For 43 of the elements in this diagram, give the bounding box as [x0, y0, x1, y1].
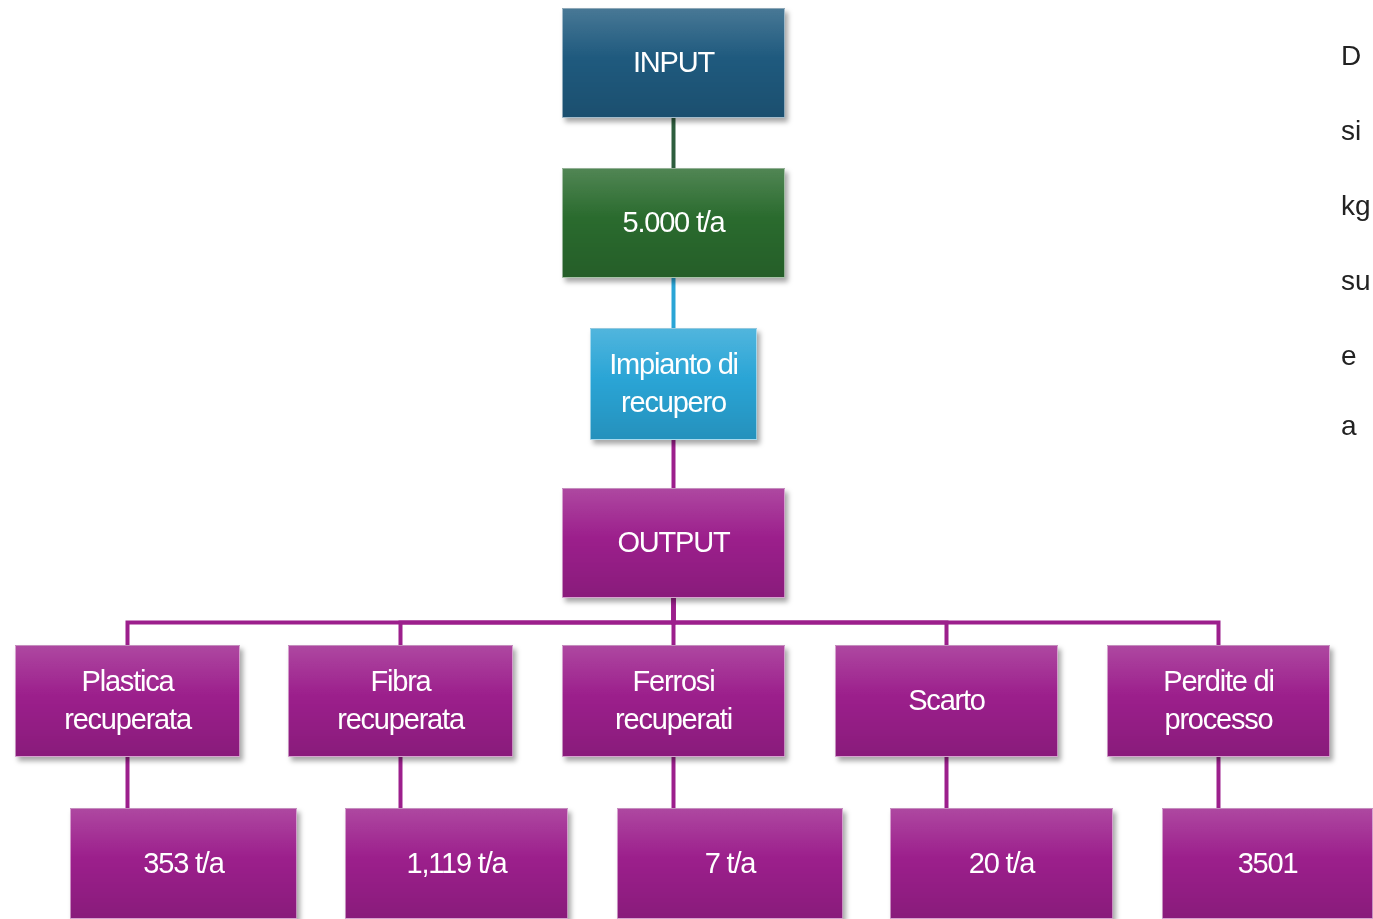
process-box — [562, 645, 785, 757]
text-fragment: D — [1341, 40, 1362, 72]
connector-line — [398, 757, 403, 808]
process-box — [562, 488, 785, 598]
box-text: Scarto — [907, 683, 986, 719]
connector-line — [671, 118, 676, 168]
box-text: 7 t/a — [703, 845, 757, 881]
connector-line — [671, 278, 676, 328]
box-text: 1,119 t/a — [405, 845, 509, 881]
box-text: 3501 — [1236, 845, 1299, 881]
process-box — [835, 645, 1058, 757]
text-fragment: su — [1341, 265, 1371, 297]
process-box — [562, 168, 785, 278]
connector-line — [125, 757, 130, 808]
box-text: Plastica recuperata — [63, 664, 193, 737]
process-box — [15, 645, 240, 757]
text-fragment: a — [1341, 410, 1357, 442]
box-text: Ferrosi recuperati — [614, 664, 733, 737]
connector-line — [1216, 757, 1221, 808]
process-box — [70, 808, 297, 919]
process-box — [1162, 808, 1373, 919]
connector-line — [671, 440, 676, 488]
box-text: INPUT — [632, 45, 716, 81]
process-box — [590, 328, 757, 440]
box-text: Fibra recuperata — [336, 664, 466, 737]
process-box — [562, 8, 785, 118]
box-text: 353 t/a — [142, 845, 226, 881]
process-box — [617, 808, 843, 919]
box-text: Perdite di processo — [1162, 664, 1275, 737]
connector-line — [671, 757, 676, 808]
connector-line — [671, 598, 1221, 645]
process-box — [345, 808, 568, 919]
process-box — [288, 645, 513, 757]
text-fragment: kg — [1341, 190, 1371, 222]
text-fragment: si — [1341, 115, 1362, 147]
box-text: 20 t/a — [967, 845, 1036, 881]
text-fragment: e — [1341, 340, 1357, 372]
process-box — [1107, 645, 1330, 757]
box-text: 5.000 t/a — [621, 205, 727, 241]
process-box — [890, 808, 1113, 919]
box-text: OUTPUT — [616, 525, 731, 561]
box-text: Impianto di recupero — [608, 347, 739, 420]
connector-line — [944, 757, 949, 808]
